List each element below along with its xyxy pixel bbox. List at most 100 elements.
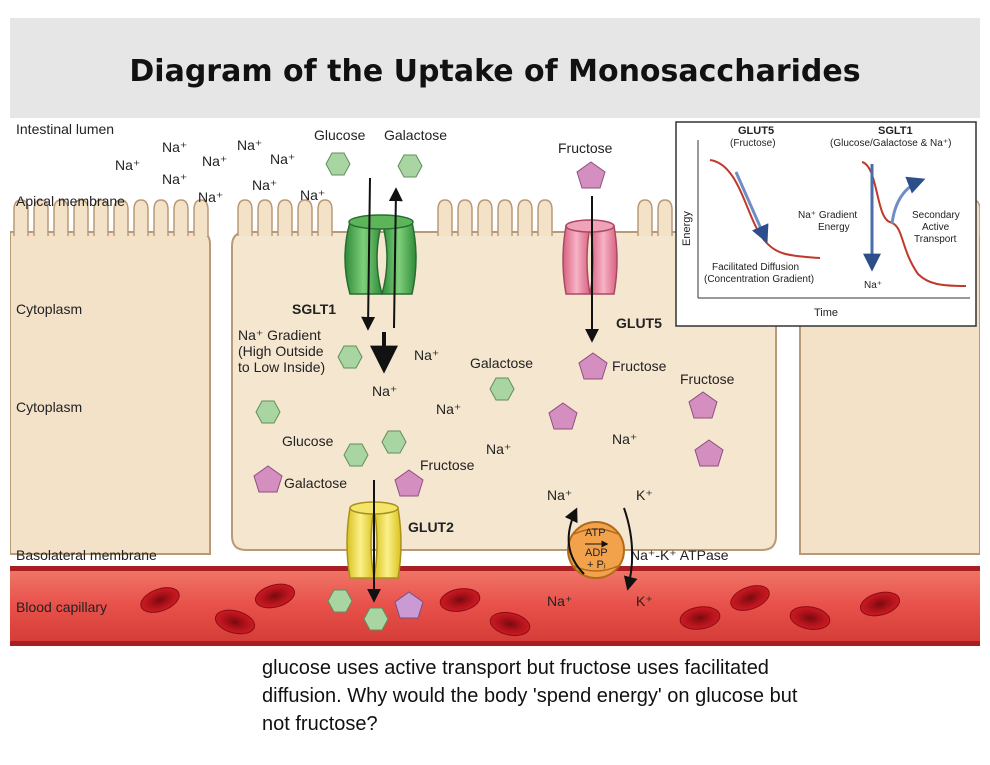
inset-x-label: Time [814, 307, 838, 319]
fructose-molecule [694, 439, 724, 467]
glucose-molecule [325, 152, 351, 176]
microvillus [237, 199, 253, 236]
inset-secondary-3: Transport [914, 234, 957, 245]
fructose-molecule [394, 591, 424, 619]
na-ion: Na⁺ [115, 157, 140, 173]
fructose-molecule [578, 352, 608, 380]
red-blood-cell [859, 591, 901, 617]
galactose-molecule [489, 377, 515, 401]
na-ion: Na⁺ [547, 487, 572, 503]
microvillus [257, 199, 273, 236]
microvillus [33, 199, 49, 236]
glucose-molecule [343, 443, 369, 467]
title-bar: Diagram of the Uptake of Monosaccharides [10, 18, 980, 118]
microvillus [93, 199, 109, 236]
glucose-molecule [363, 607, 389, 631]
na-ion: Na⁺ [300, 187, 325, 203]
inset-glut5-sub: (Fructose) [730, 138, 776, 149]
galactose-molecule [397, 154, 423, 178]
glucose-molecule [255, 400, 281, 424]
red-blood-cell [489, 611, 531, 637]
label-basolateral-membrane: Basolateral membrane [16, 547, 157, 563]
microvillus [297, 199, 313, 236]
red-blood-cell [789, 606, 831, 630]
na-ion: Na⁺ [198, 189, 223, 205]
label-cell-fructose-2: Fructose [680, 371, 735, 387]
label-cell-galactose: Galactose [470, 355, 533, 371]
na-ion: Na⁺ [162, 171, 187, 187]
red-blood-cell [439, 588, 481, 612]
na-ion: Na⁺ [486, 441, 511, 457]
label-cytoplasm-2: Cytoplasm [16, 399, 82, 415]
label-cytoplasm-1: Cytoplasm [16, 301, 82, 317]
inset-sglt1-sub: (Glucose/Galactose & Na⁺) [830, 138, 951, 149]
label-apical-membrane: Apical membrane [16, 193, 125, 209]
na-ion: Na⁺ [270, 151, 295, 167]
microvillus [637, 199, 653, 236]
inset-secondary-1: Secondary [912, 210, 960, 221]
question-text: glucose uses active transport but fructo… [262, 657, 798, 735]
microvillus [657, 199, 673, 236]
inset-na: Na⁺ [864, 280, 882, 291]
label-blood-capillary: Blood capillary [16, 599, 107, 615]
left-cell [10, 231, 211, 555]
microvillus [113, 199, 129, 236]
na-ion: Na⁺ [162, 139, 187, 155]
energy-inset: Energy Time GLUT5 (Fructose) SGLT1 (Gluc… [675, 121, 977, 327]
microvillus [457, 199, 473, 236]
microvillus [277, 199, 293, 236]
microvillus [517, 199, 533, 236]
galactose-molecule [253, 465, 283, 493]
microvillus [537, 199, 553, 236]
sglt1-out-arrow [388, 187, 403, 329]
microvillus [193, 199, 209, 236]
lumen-sodium-ions: Na⁺ Na⁺ Na⁺ Na⁺ Na⁺ Na⁺ Na⁺ Na⁺ Na⁺ [115, 137, 325, 205]
na-ion: Na⁺ [612, 431, 637, 447]
gradient-line-2: (High Outside [238, 343, 324, 359]
red-blood-cell [140, 587, 180, 613]
na-ion: Na⁺ [436, 401, 461, 417]
gradient-line-3: to Low Inside) [238, 359, 325, 375]
microvillus [13, 199, 29, 236]
inset-facilitated-2: (Concentration Gradient) [704, 274, 814, 285]
fructose-molecule [548, 402, 578, 430]
glucose-molecule [327, 589, 353, 613]
inset-gradient-energy-2: Energy [818, 222, 850, 233]
label-cell-galactose-2: Galactose [284, 475, 347, 491]
secondary-transport-arrow [890, 176, 926, 225]
pi-label: + Pᵢ [587, 559, 606, 571]
uptake-diagram: Intestinal lumen Apical membrane Cytopla… [10, 118, 980, 646]
na-ion: Na⁺ [414, 347, 439, 363]
red-blood-cell [730, 585, 770, 611]
label-cell-glucose: Glucose [282, 433, 334, 449]
label-glut5: GLUT5 [616, 315, 662, 331]
label-lumen-fructose: Fructose [558, 140, 613, 156]
sglt1-in-arrow [361, 177, 376, 331]
na-k-atpase [567, 521, 625, 579]
label-intestinal-lumen: Intestinal lumen [16, 121, 114, 137]
microvillus [497, 199, 513, 236]
microvillus [73, 199, 89, 236]
na-ion: Na⁺ [202, 153, 227, 169]
glut5-energy-arrow [734, 171, 769, 244]
na-ion: Na⁺ [252, 177, 277, 193]
label-atpase: Na⁺-K⁺ ATPase [630, 547, 729, 563]
fructose-molecule [576, 161, 606, 189]
red-blood-cell [214, 609, 256, 635]
microvillus [317, 199, 333, 236]
inset-gradient-energy-1: Na⁺ Gradient [798, 210, 857, 221]
inset-glut5-title: GLUT5 [738, 125, 774, 137]
microvillus [437, 199, 453, 236]
na-ion: Na⁺ [547, 593, 572, 609]
microvillus [53, 199, 69, 236]
microvillus [173, 199, 189, 236]
k-ion: K⁺ [636, 487, 653, 503]
adp-label: ADP [585, 547, 608, 559]
fructose-molecule [688, 391, 718, 419]
atp-label: ATP [585, 527, 606, 539]
label-sglt1: SGLT1 [292, 301, 336, 317]
na-ion: Na⁺ [237, 137, 262, 153]
red-blood-cells [140, 583, 901, 637]
label-glut2: GLUT2 [408, 519, 454, 535]
label-cell-fructose-3: Fructose [420, 457, 475, 473]
